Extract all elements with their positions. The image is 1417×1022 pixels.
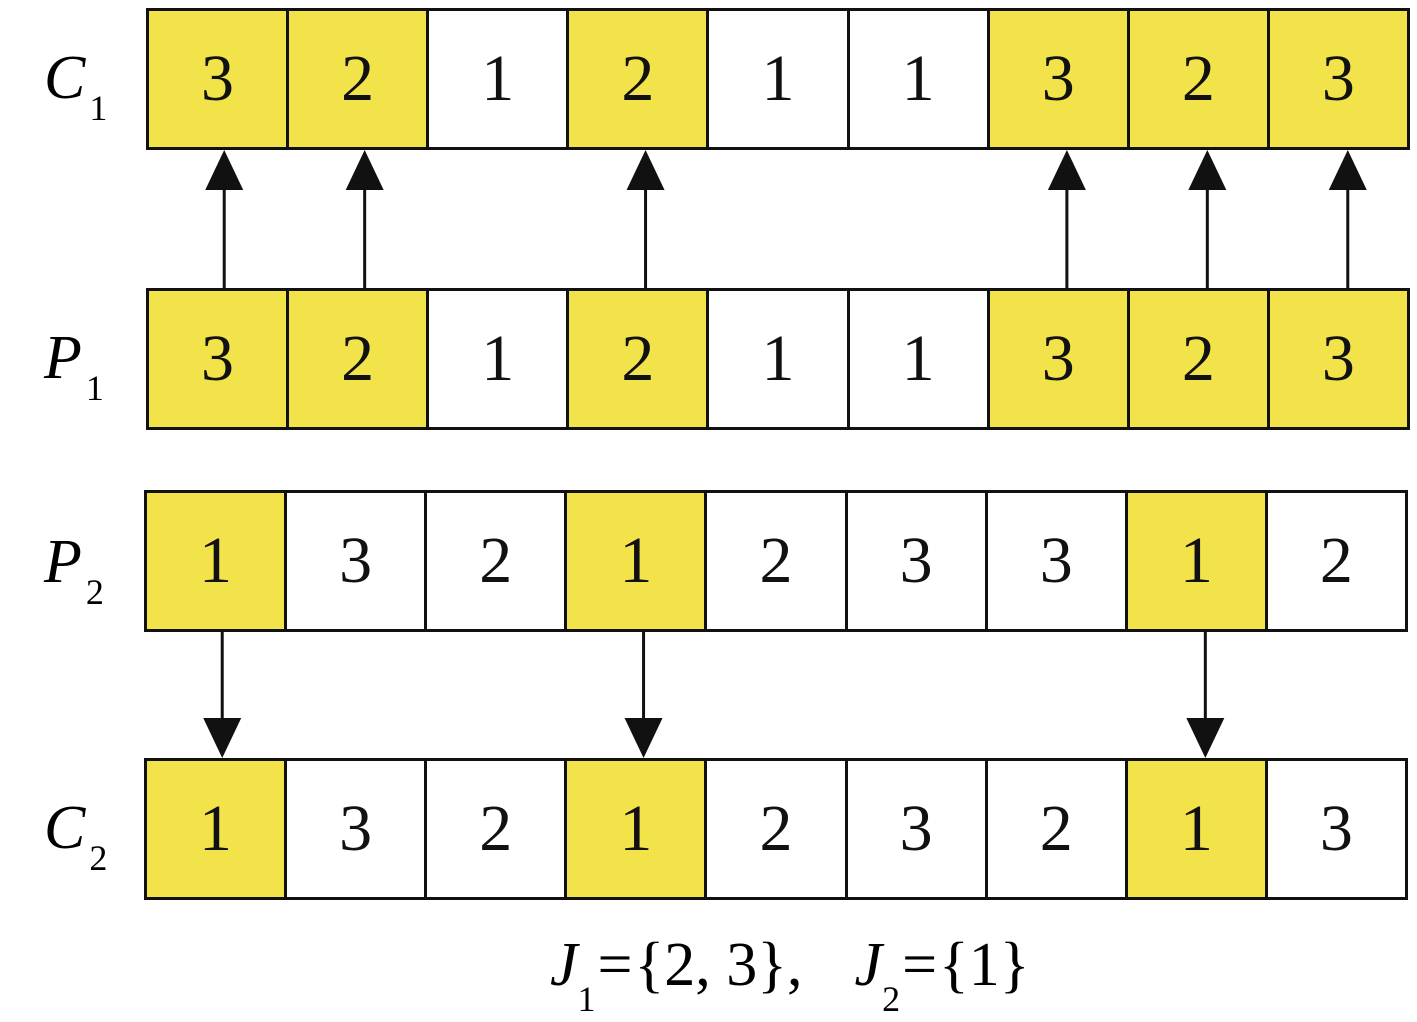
copy-arrow-head <box>626 150 665 190</box>
copy-arrow-head <box>624 718 663 758</box>
gene-cell: 3 <box>986 11 1127 147</box>
gene-cell: 1 <box>564 493 705 629</box>
gene-cell: 2 <box>286 11 427 147</box>
row-label-subscript: 1 <box>89 88 108 128</box>
gene-cell: 2 <box>1126 291 1267 427</box>
gene-cell: 2 <box>1126 11 1267 147</box>
copy-arrow-head <box>203 718 242 758</box>
j2-equals: = <box>902 931 938 999</box>
gene-cell: 3 <box>1266 11 1407 147</box>
gene-cell: 2 <box>984 761 1125 897</box>
gene-cell: 2 <box>1264 493 1405 629</box>
j1-symbol: J <box>550 931 578 999</box>
j1-set: {2, 3}, <box>634 931 803 999</box>
j2-symbol: J <box>854 931 883 999</box>
copy-arrow-head <box>1328 150 1367 190</box>
copy-arrow-head <box>1188 150 1227 190</box>
copy-arrow-head <box>1047 150 1086 190</box>
gene-cell: 3 <box>1264 761 1405 897</box>
gene-cell: 2 <box>286 291 427 427</box>
gene-cell: 1 <box>1124 761 1265 897</box>
gene-cell: 3 <box>844 761 985 897</box>
gene-cell: 1 <box>426 11 566 147</box>
gene-cell: 3 <box>986 291 1127 427</box>
row-label-letter: C <box>44 44 86 112</box>
row-label-subscript: 1 <box>85 368 104 408</box>
row-label-letter: P <box>44 528 82 596</box>
gene-cell: 3 <box>984 493 1125 629</box>
gene-cell: 2 <box>424 493 564 629</box>
row-label-letter: P <box>44 324 82 392</box>
gene-cell: 1 <box>846 11 987 147</box>
gene-cell: 1 <box>147 493 285 629</box>
copy-arrow-head <box>1186 718 1225 758</box>
gene-cell: 3 <box>284 493 424 629</box>
j2-set: {1} <box>939 931 1030 999</box>
row-label-subscript: 2 <box>89 838 108 878</box>
copy-arrow-head <box>345 150 384 190</box>
j1-equals: = <box>597 931 633 999</box>
gene-cell: 2 <box>704 493 844 629</box>
gene-cell: 3 <box>1266 291 1407 427</box>
gene-cell: 2 <box>704 761 844 897</box>
copy-arrow-head <box>205 150 244 190</box>
set-formula: J1={2, 3},J2={1} <box>550 930 1030 1020</box>
gene-cell: 1 <box>1124 493 1265 629</box>
gene-cell: 3 <box>149 291 287 427</box>
gene-cell: 3 <box>149 11 287 147</box>
gene-cell: 2 <box>566 11 707 147</box>
gene-cell: 3 <box>284 761 424 897</box>
gene-cell: 1 <box>426 291 566 427</box>
row-label-letter: C <box>44 794 86 862</box>
j1-subscript: 1 <box>577 979 596 1019</box>
gene-cell: 1 <box>564 761 705 897</box>
row-label-subscript: 2 <box>85 572 104 612</box>
gene-cell: 2 <box>566 291 707 427</box>
gene-cell: 1 <box>706 291 846 427</box>
gene-cell: 1 <box>846 291 987 427</box>
gene-cell: 1 <box>706 11 846 147</box>
gene-cell: 2 <box>424 761 564 897</box>
gene-cell: 1 <box>147 761 285 897</box>
gene-cell: 3 <box>844 493 985 629</box>
j2-subscript: 2 <box>882 979 901 1019</box>
